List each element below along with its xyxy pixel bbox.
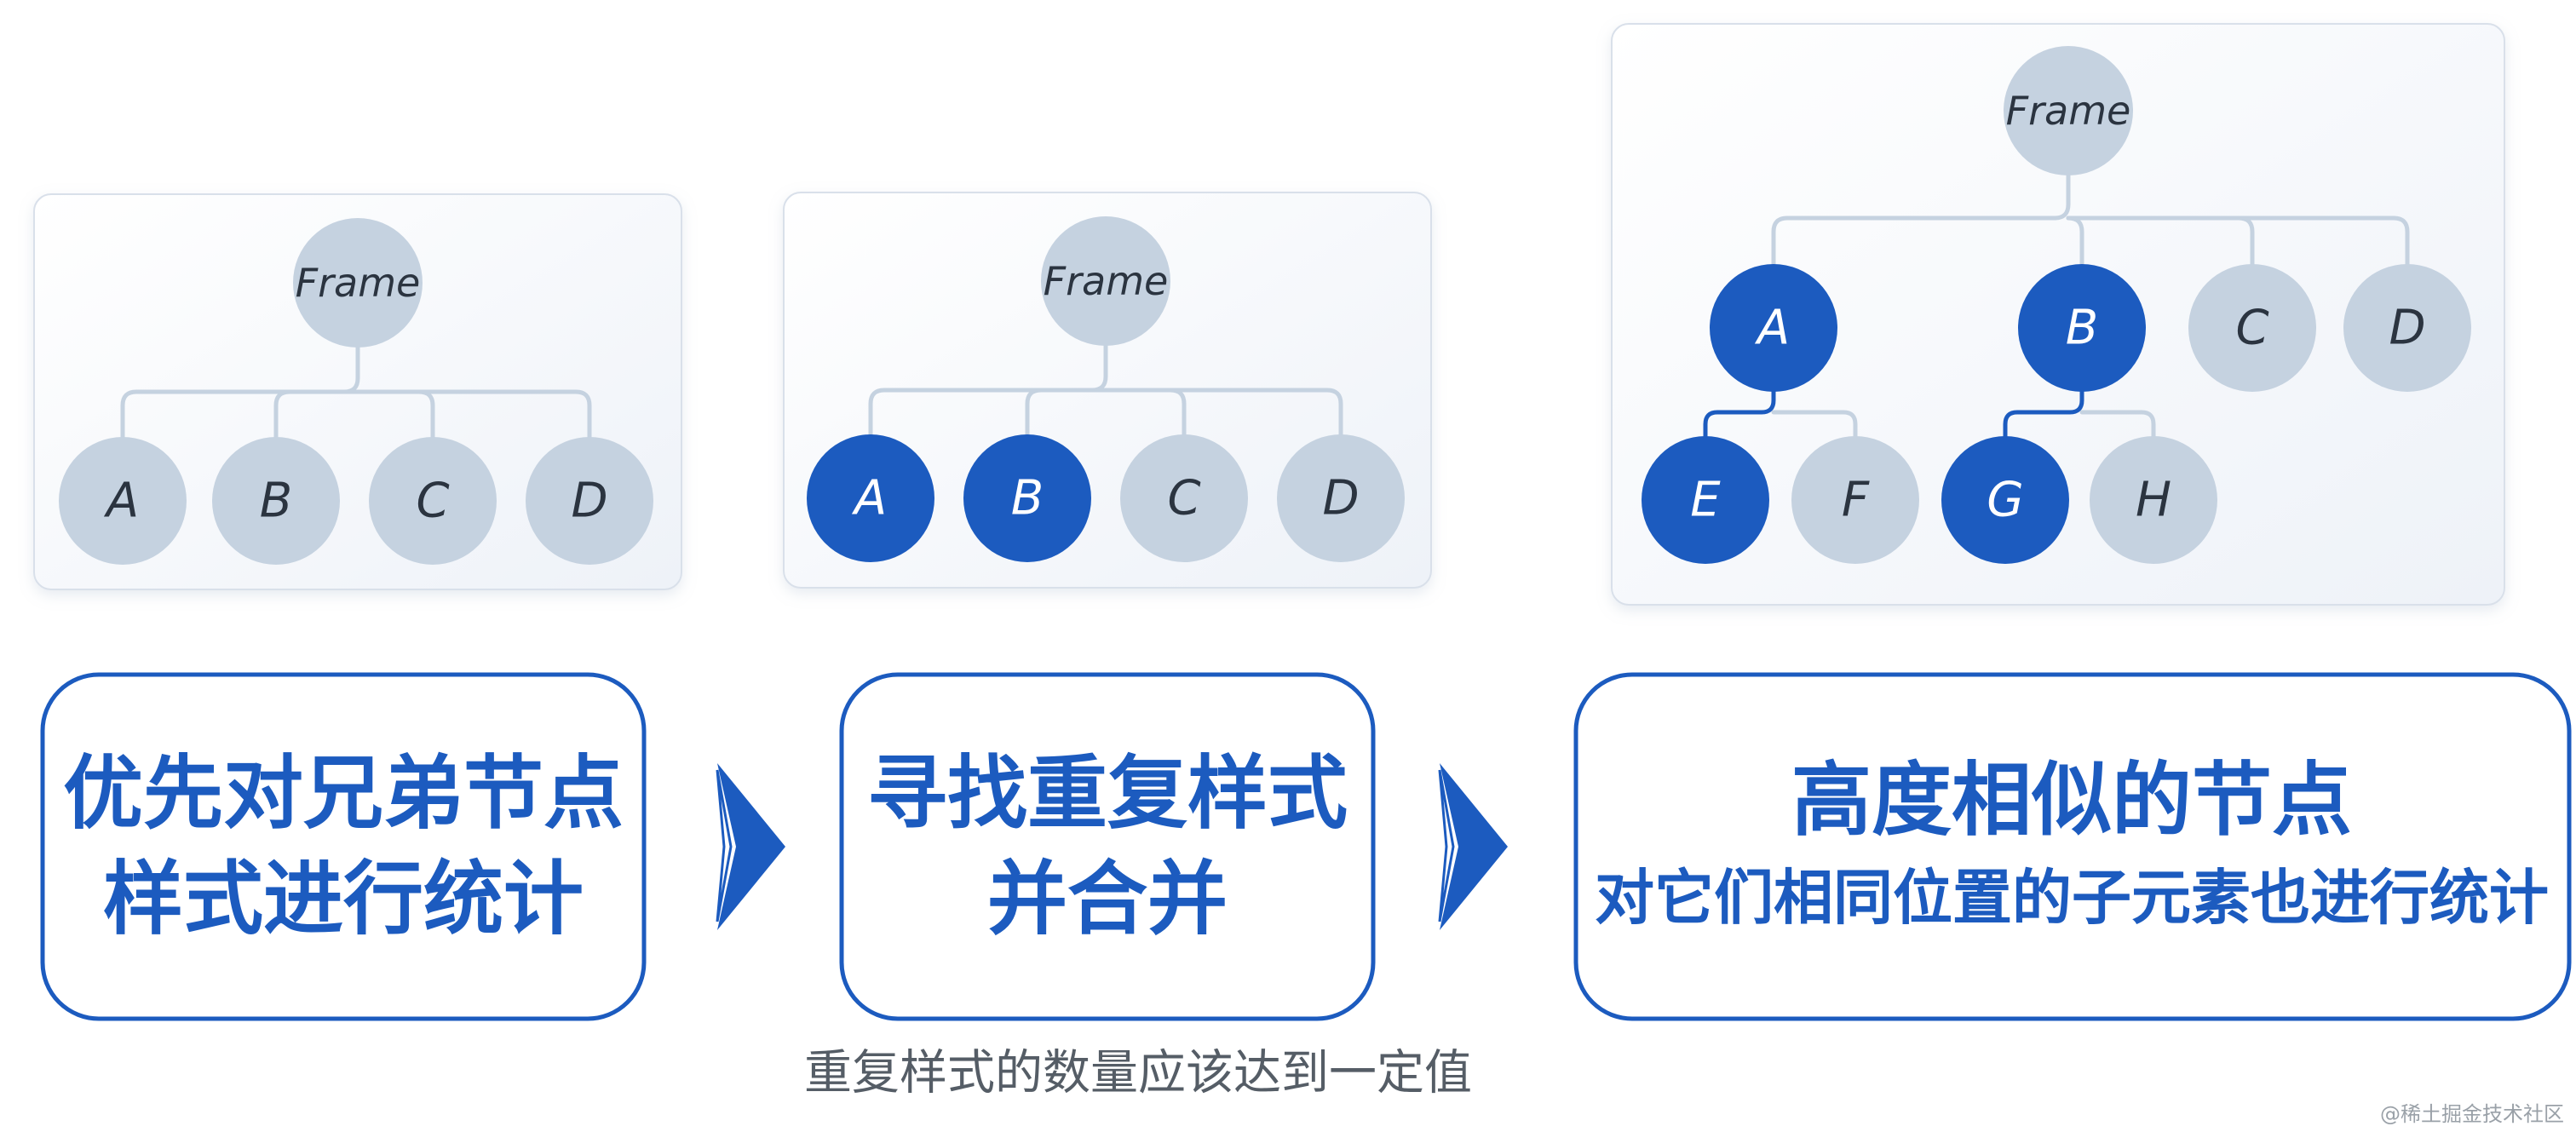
node-label: A — [852, 471, 887, 526]
tree-node: D — [1277, 434, 1405, 562]
step-text-line-1: 寻找重复样式 — [867, 748, 1348, 841]
tree-node: D — [2343, 264, 2471, 392]
node-label: F — [1842, 473, 1870, 528]
node-label: D — [571, 474, 607, 529]
node-label: A — [104, 474, 139, 529]
node-label: D — [1322, 471, 1359, 526]
node-circle — [1277, 434, 1405, 562]
node-circle — [1791, 436, 1919, 564]
connectors — [120, 345, 592, 441]
tree-node: E — [1642, 436, 1769, 564]
node-label: Frame — [1044, 258, 1169, 304]
step-box-3: 高度相似的节点 对它们相同位置的子元素也进行统计 — [1573, 672, 2572, 1021]
caption: 重复样式的数量应该达到一定值 — [804, 1046, 1472, 1101]
tree-node: Frame — [293, 218, 423, 348]
node-label: B — [260, 474, 292, 529]
node-label: Frame — [2006, 88, 2131, 134]
step-frame — [839, 672, 1376, 1021]
watermark: @稀土掘金技术社区 — [2380, 1102, 2564, 1126]
node-label: B — [1011, 471, 1044, 526]
tree-panel-1: Frame A B C D — [33, 193, 682, 590]
tree-panel-2: Frame A B C D — [783, 192, 1432, 589]
node-circle — [2004, 46, 2133, 175]
step-text-line-1: 高度相似的节点 — [1791, 755, 2352, 848]
tree-node: D — [526, 437, 653, 565]
connector-line — [2003, 389, 2084, 439]
tree-node: C — [369, 437, 497, 565]
connector-line — [273, 389, 360, 441]
node-label: G — [1987, 473, 2023, 528]
step-box-1: 优先对兄弟节点 样式进行统计 — [40, 672, 647, 1021]
step-text-line-2: 并合并 — [987, 853, 1228, 946]
connector-line — [1025, 388, 1108, 440]
node-circle — [2343, 264, 2471, 392]
tree-node: F — [1791, 436, 1919, 564]
node-circle — [369, 437, 497, 565]
node-label: C — [1167, 471, 1200, 526]
tree-panel-3: Frame A B C D E F G — [1611, 23, 2505, 606]
node-label: A — [1755, 301, 1790, 356]
connector-line — [2066, 215, 2410, 267]
tree-node: C — [2188, 264, 2316, 392]
node-circle — [1710, 264, 1837, 392]
node-circle — [1941, 436, 2069, 564]
tree-node: Frame — [1041, 216, 1170, 346]
node-circle — [1041, 216, 1170, 346]
node-circle — [293, 218, 423, 348]
chevron-right-icon — [716, 763, 785, 930]
step-box-2: 寻找重复样式 并合并 — [839, 672, 1376, 1021]
node-circle — [2018, 264, 2146, 392]
step-text-line-2: 对它们相同位置的子元素也进行统计 — [1595, 863, 2549, 933]
node-circle — [2090, 436, 2217, 564]
node-circle — [526, 437, 653, 565]
node-label: B — [2066, 301, 2098, 356]
node-circle — [59, 437, 187, 565]
node-label: C — [416, 474, 449, 529]
connector-line — [2079, 410, 2156, 439]
tree-node: B — [2018, 264, 2146, 392]
connector-line — [1771, 410, 1858, 439]
node-circle — [1642, 436, 1769, 564]
connectors — [1703, 173, 2410, 439]
connector-line — [1103, 388, 1343, 440]
tree-node: A — [1710, 264, 1837, 392]
tree-node: B — [963, 434, 1091, 562]
connector-line — [1703, 389, 1776, 439]
connector-line — [868, 343, 1108, 440]
connector-line — [355, 389, 592, 441]
tree-node: B — [212, 437, 340, 565]
tree-node: H — [2090, 436, 2217, 564]
node-label: E — [1690, 473, 1721, 528]
connector-line — [120, 345, 360, 441]
node-label: D — [2389, 301, 2425, 356]
node-label: Frame — [296, 260, 421, 306]
tree-node: G — [1941, 436, 2069, 564]
tree-node: A — [59, 437, 187, 565]
chevron-right-icon — [1438, 763, 1508, 930]
node-circle — [963, 434, 1091, 562]
node-circle — [807, 434, 934, 562]
node-circle — [2188, 264, 2316, 392]
tree-node: A — [807, 434, 934, 562]
step-text-line-2: 样式进行统计 — [103, 853, 584, 946]
node-circle — [212, 437, 340, 565]
step-frame — [40, 672, 647, 1021]
step-text-line-1: 优先对兄弟节点 — [63, 748, 624, 841]
tree-node: Frame — [2004, 46, 2133, 175]
connector-line — [1771, 173, 2071, 267]
node-circle — [1120, 434, 1248, 562]
tree-node: C — [1120, 434, 1248, 562]
node-label: H — [2136, 473, 2171, 528]
step-frame — [1573, 672, 2572, 1021]
node-label: C — [2235, 301, 2268, 356]
connectors — [868, 343, 1343, 440]
